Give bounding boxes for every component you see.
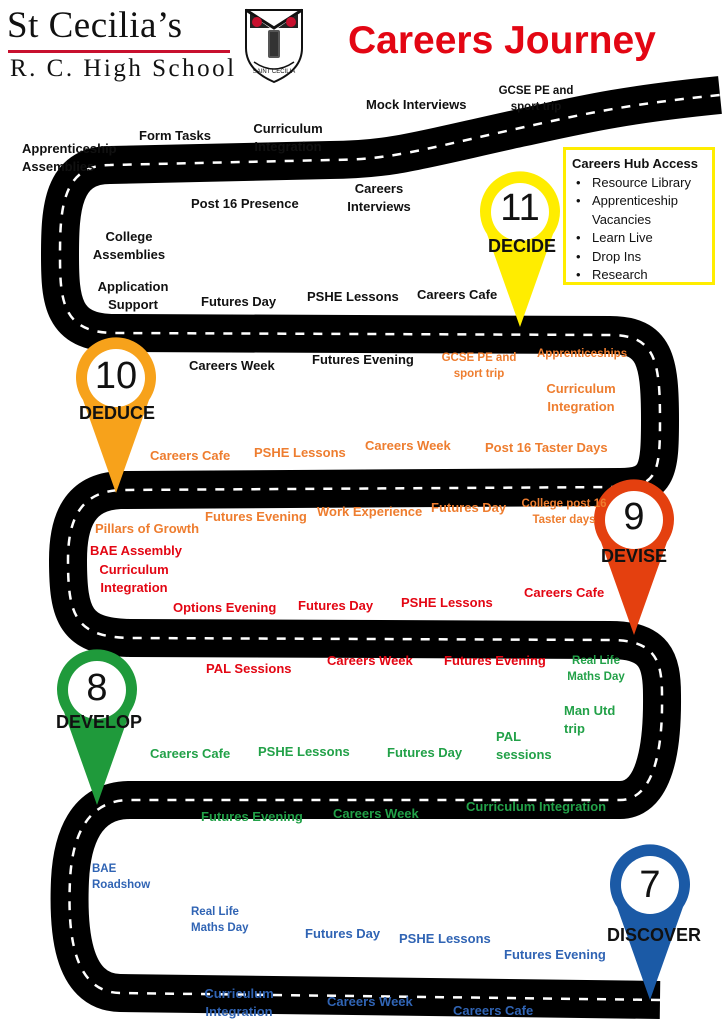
- stage-number-decide: 11: [500, 187, 540, 229]
- activity-real-life-maths-day: Real Life Maths Day: [567, 655, 625, 683]
- activity-man-utd-trip: Man Utd trip: [564, 703, 616, 736]
- stage-label-develop: DEVELOP: [56, 712, 143, 732]
- activity-mock-interviews: Mock Interviews: [366, 97, 467, 112]
- activity-apprenticeship-assemblies: Apprenticeship Assemblies: [22, 141, 117, 174]
- list-item: Learn Live: [576, 229, 708, 248]
- school-name-divider: [8, 50, 230, 53]
- stage-pin-discover: [610, 844, 690, 1000]
- stage-pin-develop: [57, 649, 137, 805]
- page-title: Careers Journey: [348, 19, 656, 62]
- stage-pin-devise: [594, 479, 674, 635]
- activity-futures-evening: Futures Evening: [444, 653, 546, 668]
- activity-bae-assembly: BAE Assembly: [90, 543, 182, 558]
- activity-curriculum-integration: Curriculum Integration: [546, 381, 616, 414]
- activity-pillars-of-growth: Pillars of Growth: [95, 521, 200, 536]
- activity-form-tasks: Form Tasks: [139, 128, 212, 143]
- activity-curriculum-integration: Curriculum Integration: [99, 562, 169, 595]
- activity-apprenticeships: Apprenticeships: [537, 348, 628, 360]
- stage-number-develop: 8: [86, 667, 108, 709]
- svg-text:SAINT CECILIA: SAINT CECILIA: [253, 69, 296, 75]
- activity-careers-cafe: Careers Cafe: [150, 746, 231, 761]
- activity-careers-week: Careers Week: [189, 358, 275, 373]
- list-item: Research: [576, 266, 708, 285]
- stage-label-deduce: DEDUCE: [79, 403, 156, 423]
- activity-bae-roadshow: BAE Roadshow: [92, 863, 151, 891]
- activity-real-life-maths-day: Real Life Maths Day: [191, 906, 249, 934]
- activity-careers-interviews: Careers Interviews: [347, 181, 411, 214]
- activity-pal-sessions: PAL sessions: [496, 729, 552, 762]
- activity-pshe-lessons: PSHE Lessons: [254, 445, 346, 460]
- activity-careers-week: Careers Week: [327, 653, 413, 668]
- activity-work-experience: Work Experience: [317, 504, 423, 519]
- activity-futures-evening: Futures Evening: [205, 509, 307, 524]
- activity-pshe-lessons: PSHE Lessons: [258, 744, 350, 759]
- stage-number-deduce: 10: [94, 355, 138, 397]
- activity-curriculum-integration: Curriculum Integration: [253, 121, 323, 154]
- activity-careers-cafe: Careers Cafe: [524, 585, 605, 600]
- stage-label-discover: DISCOVER: [607, 925, 702, 945]
- activity-pal-sessions: PAL Sessions: [206, 661, 292, 676]
- activity-pshe-lessons: PSHE Lessons: [399, 931, 491, 946]
- activity-pshe-lessons: PSHE Lessons: [307, 289, 399, 304]
- activity-curriculum-integration: Curriculum Integration: [204, 986, 274, 1019]
- activity-careers-cafe: Careers Cafe: [417, 287, 498, 302]
- activity-curriculum-integration: Curriculum Integration: [466, 799, 607, 814]
- activity-gcse-pe-sport-trip: GCSE PE and sport trip: [441, 352, 517, 380]
- stage-pin-deduce: [76, 337, 156, 493]
- activity-careers-week: Careers Week: [327, 994, 413, 1009]
- stage-pin-decide: [480, 171, 560, 327]
- stage-label-decide: DECIDE: [488, 236, 557, 256]
- activity-futures-day: Futures Day: [298, 598, 374, 613]
- school-subtitle: R. C. High School: [10, 55, 237, 82]
- activity-post-16-taster-days: Post 16 Taster Days: [485, 440, 608, 455]
- activity-futures-day: Futures Day: [201, 294, 277, 309]
- activity-college-taster-days: College post 16 Taster days: [521, 498, 607, 526]
- list-item: Resource Library: [576, 174, 708, 193]
- activity-careers-cafe: Careers Cafe: [150, 448, 231, 463]
- activity-careers-week: Careers Week: [365, 438, 451, 453]
- activity-gcse-pe-sport-trip: GCSE PE and sport trip: [498, 85, 574, 113]
- stage-number-devise: 9: [623, 496, 645, 538]
- activity-futures-evening: Futures Evening: [504, 947, 606, 962]
- activity-futures-day: Futures Day: [431, 500, 507, 515]
- activity-futures-evening: Futures Evening: [201, 809, 303, 824]
- activity-pshe-lessons: PSHE Lessons: [401, 595, 493, 610]
- activity-post-16-presence: Post 16 Presence: [191, 196, 299, 211]
- activity-options-evening: Options Evening: [173, 600, 277, 615]
- school-name: St Cecilia’s: [7, 5, 183, 46]
- activity-careers-week: Careers Week: [333, 806, 419, 821]
- careers-hub-box: Careers Hub Access Resource Library Appr…: [563, 147, 715, 285]
- careers-hub-title: Careers Hub Access: [572, 156, 698, 171]
- activity-futures-day: Futures Day: [305, 926, 381, 941]
- list-item: Drop Ins: [576, 248, 708, 267]
- activity-careers-cafe: Careers Cafe: [453, 1003, 534, 1018]
- activity-futures-evening: Futures Evening: [312, 352, 414, 367]
- careers-hub-list: Resource Library Apprenticeship Vacancie…: [572, 174, 708, 285]
- activity-college-assemblies: College Assemblies: [92, 229, 166, 262]
- stage-number-discover: 7: [639, 864, 661, 906]
- school-crest-logo: SAINT CECILIA: [245, 8, 303, 84]
- stage-label-devise: DEVISE: [601, 546, 668, 566]
- list-item: Apprenticeship Vacancies: [576, 192, 708, 229]
- activity-futures-day: Futures Day: [387, 745, 463, 760]
- activity-application-support: Application Support: [97, 279, 169, 312]
